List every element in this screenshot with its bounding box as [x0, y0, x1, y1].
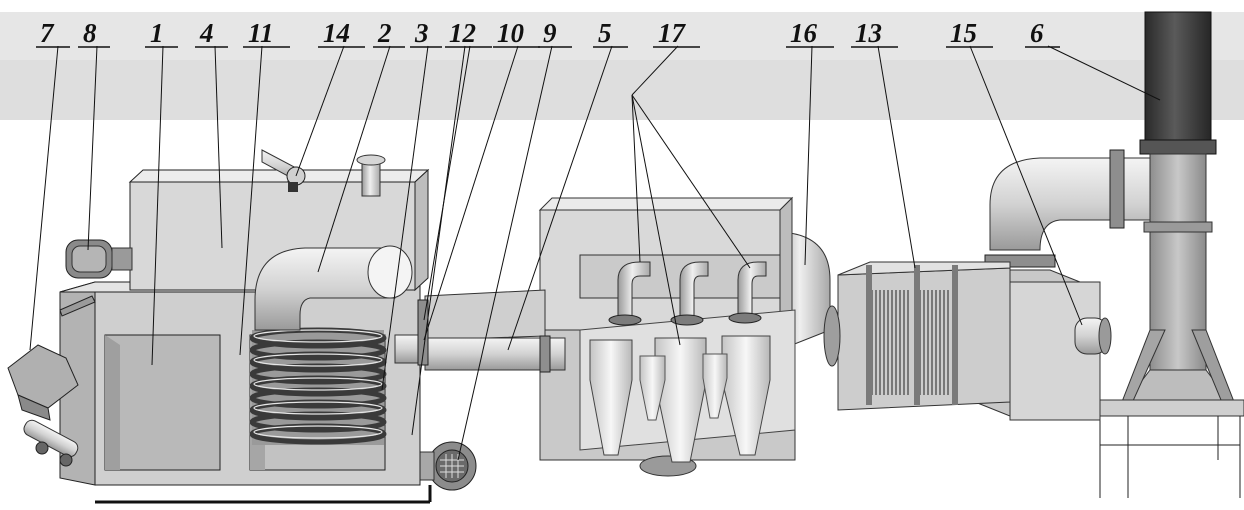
callout-15: 15: [950, 18, 977, 48]
callout-9: 9: [543, 18, 557, 48]
callout-3: 3: [414, 18, 429, 48]
callout-1: 1: [150, 18, 164, 48]
fuel-feeder: [7, 344, 79, 467]
chimney-inlet-duct: [984, 149, 1151, 268]
callout-11: 11: [248, 18, 274, 48]
callout-labels: 7 8 1 4 11 14 2 3 12 10 9 5 17 16 13 15 …: [40, 18, 1044, 48]
callout-13: 13: [855, 18, 882, 48]
callout-12: 12: [449, 18, 476, 48]
callout-17: 17: [658, 18, 687, 48]
callout-4: 4: [199, 18, 214, 48]
callout-14: 14: [323, 18, 350, 48]
cyclone-battery: [538, 196, 796, 477]
callout-6: 6: [1030, 18, 1044, 48]
elbow-pipe: [254, 245, 429, 366]
burner: [65, 239, 133, 279]
heating-coil: [249, 327, 387, 445]
callout-8: 8: [83, 18, 97, 48]
callout-7: 7: [40, 18, 55, 48]
callout-5: 5: [598, 18, 612, 48]
callout-2: 2: [377, 18, 392, 48]
recuperator: [837, 261, 1011, 411]
top-outlet-pipe: [261, 149, 386, 197]
gas-duct: [424, 289, 566, 373]
chimney: [1094, 11, 1244, 498]
background-band-lower: [0, 60, 1244, 120]
smoke-exhauster: [419, 441, 477, 491]
leader-lines: [29, 45, 1161, 461]
callout-10: 10: [497, 18, 525, 48]
callout-16: 16: [790, 18, 818, 48]
